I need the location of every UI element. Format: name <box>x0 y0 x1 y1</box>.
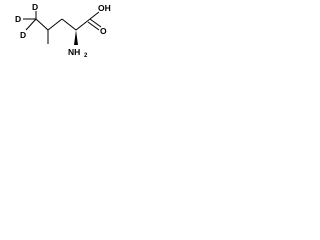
deuterium-left: D <box>15 14 21 24</box>
bond-c3-c2 <box>61 18 77 31</box>
amine-subscript: 2 <box>84 53 88 59</box>
bond-cd3-c4 <box>35 18 49 31</box>
bond-c1-o-b <box>87 21 100 31</box>
amine-label: NH <box>68 47 80 57</box>
stereo-wedge-bond <box>74 30 78 45</box>
atom-labels: D D D OH O NH 2 <box>15 2 111 59</box>
bond-c1-o-a <box>89 18 102 28</box>
deuterium-top: D <box>32 2 38 12</box>
deuterium-bottom: D <box>20 30 26 40</box>
carbonyl-oxygen-label: O <box>100 26 107 36</box>
bond-d-bottom <box>25 18 37 31</box>
hydroxyl-label: OH <box>98 3 111 13</box>
skeleton-bonds <box>23 11 102 44</box>
chemical-structure: D D D OH O NH 2 <box>15 2 111 59</box>
bond-c1-oh <box>89 11 100 20</box>
bond-c2-c1 <box>75 18 91 31</box>
bond-c4-c3 <box>47 18 63 31</box>
